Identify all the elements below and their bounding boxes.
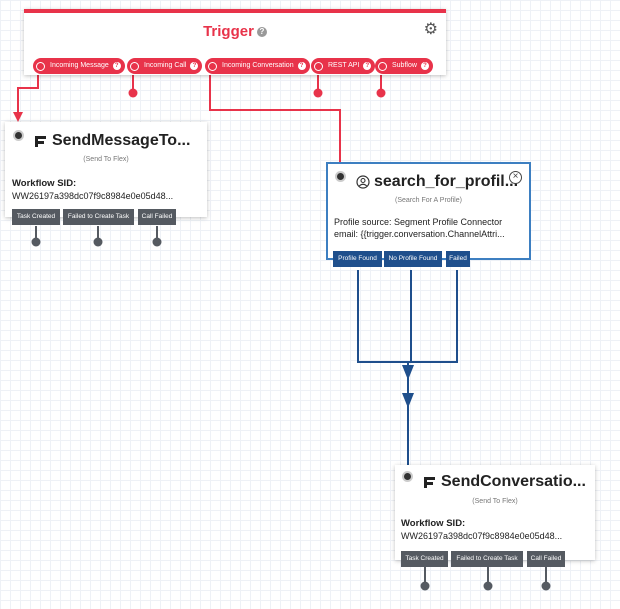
help-icon[interactable]: ? bbox=[420, 62, 429, 70]
help-icon[interactable]: ? bbox=[256, 27, 267, 38]
wire-profile-found bbox=[357, 270, 408, 363]
field-label: Workflow SID: bbox=[12, 178, 77, 189]
ring-icon bbox=[208, 61, 217, 71]
ring-icon bbox=[314, 61, 323, 71]
profile-source: Profile source: Segment Profile Connecto… bbox=[334, 217, 503, 227]
ring-icon bbox=[130, 61, 139, 71]
widget-title: SendMessageTo... bbox=[34, 132, 190, 150]
widget-send-conversation[interactable]: SendConversatio... (Send To Flex) Workfl… bbox=[395, 465, 595, 560]
field-value: WW26197a398dc07f9c8984e0e05d48... bbox=[12, 191, 174, 201]
flex-icon bbox=[35, 135, 46, 147]
wire-arrow bbox=[13, 112, 23, 122]
pill-subflow[interactable]: Subflow ? bbox=[375, 58, 433, 74]
widget-subtitle: (Send To Flex) bbox=[83, 156, 129, 163]
pill-incoming-message[interactable]: Incoming Message ? bbox=[33, 58, 125, 74]
port-failed-to-create-task[interactable]: Failed to Create Task bbox=[63, 209, 134, 225]
port-profile-found[interactable]: Profile Found bbox=[333, 251, 382, 267]
widget-handle[interactable] bbox=[402, 471, 413, 482]
port-call-failed[interactable]: Call Failed bbox=[527, 551, 565, 567]
port-task-created[interactable]: Task Created bbox=[401, 551, 448, 567]
trigger-port-dot bbox=[128, 88, 138, 98]
port-dot bbox=[483, 581, 493, 591]
widget-search-for-profile[interactable]: search_for_profil... × (Search For A Pro… bbox=[326, 162, 531, 260]
port-dot bbox=[31, 237, 41, 247]
wire-incoming-conversation bbox=[209, 62, 341, 162]
widget-handle[interactable] bbox=[13, 130, 24, 141]
widget-send-message[interactable]: SendMessageTo... (Send To Flex) Workflow… bbox=[5, 122, 207, 217]
port-dot bbox=[541, 581, 551, 591]
widget-title: search_for_profil... bbox=[356, 173, 518, 191]
widget-body: Workflow SID: WW26197a398dc07f9c8984e0e0… bbox=[401, 518, 562, 542]
widget-body: Profile source: Segment Profile Connecto… bbox=[334, 216, 505, 240]
trigger-port-dot bbox=[376, 88, 386, 98]
ring-icon bbox=[36, 61, 45, 71]
widget-subtitle: (Send To Flex) bbox=[472, 498, 518, 505]
widget-handle[interactable] bbox=[335, 171, 346, 182]
close-icon[interactable]: × bbox=[509, 171, 522, 184]
field-label: Workflow SID: bbox=[401, 518, 466, 529]
port-failed[interactable]: Failed bbox=[446, 251, 470, 267]
profile-icon bbox=[356, 175, 370, 189]
widget-title: SendConversatio... bbox=[423, 473, 586, 491]
port-call-failed[interactable]: Call Failed bbox=[138, 209, 176, 225]
pill-rest-api[interactable]: REST API ? bbox=[311, 58, 376, 74]
port-dot bbox=[93, 237, 103, 247]
port-no-profile-found[interactable]: No Profile Found bbox=[384, 251, 442, 267]
wire-failed bbox=[408, 270, 458, 363]
widget-body: Workflow SID: WW26197a398dc07f9c8984e0e0… bbox=[12, 178, 173, 202]
ring-icon bbox=[378, 61, 387, 71]
widget-subtitle: (Search For A Profile) bbox=[395, 197, 462, 204]
flex-icon bbox=[424, 476, 435, 488]
trigger-title: Trigger? bbox=[24, 23, 446, 40]
port-task-created[interactable]: Task Created bbox=[12, 209, 60, 225]
help-icon[interactable]: ? bbox=[190, 62, 199, 70]
wire-arrow bbox=[402, 393, 414, 408]
trigger-widget[interactable]: Trigger? ⚙ Incoming Message ? Incoming C… bbox=[24, 9, 446, 75]
gear-icon[interactable]: ⚙ bbox=[423, 21, 438, 38]
wire-incoming-message bbox=[17, 62, 39, 118]
field-value: WW26197a398dc07f9c8984e0e05d48... bbox=[401, 531, 563, 541]
help-icon[interactable]: ? bbox=[363, 62, 372, 70]
pill-incoming-call[interactable]: Incoming Call ? bbox=[127, 58, 203, 74]
profile-email: email: {{trigger.conversation.ChannelAtt… bbox=[334, 229, 505, 239]
help-icon[interactable]: ? bbox=[112, 62, 121, 70]
port-dot bbox=[420, 581, 430, 591]
help-icon[interactable]: ? bbox=[297, 62, 306, 70]
port-failed-to-create-task[interactable]: Failed to Create Task bbox=[451, 551, 523, 567]
trigger-port-dot bbox=[313, 88, 323, 98]
wire-arrow bbox=[402, 365, 414, 380]
port-dot bbox=[152, 237, 162, 247]
pill-incoming-conversation[interactable]: Incoming Conversation ? bbox=[205, 58, 310, 74]
